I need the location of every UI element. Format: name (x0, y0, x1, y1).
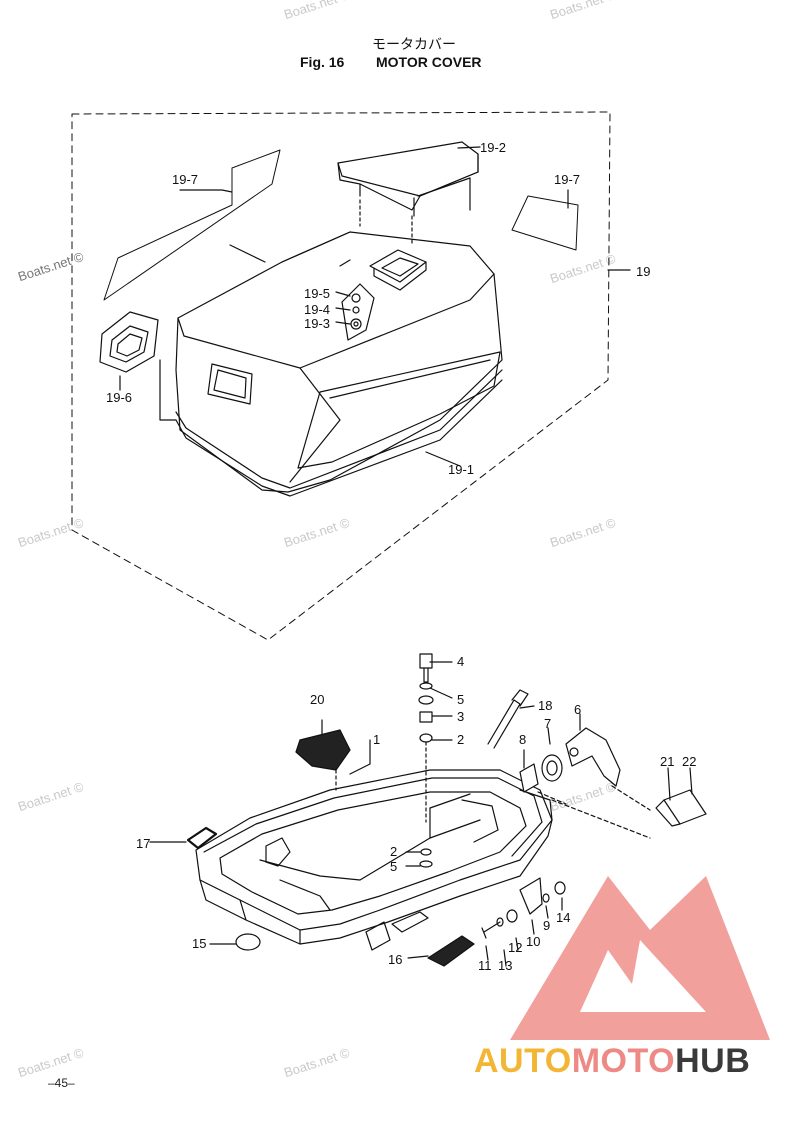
decal-right (511, 195, 579, 251)
logo-word-moto: MOTO (571, 1042, 676, 1080)
top-cover-plate (337, 141, 479, 211)
callout-16: 16 (388, 952, 402, 967)
callout-11: 11 (478, 958, 492, 973)
callout-4: 4 (457, 654, 464, 669)
filter-piece (295, 729, 351, 771)
shift-lever (565, 727, 621, 787)
callout-19-7-left: 19-7 (172, 172, 198, 187)
callout-20: 20 (310, 692, 324, 707)
figure-japanese-title: モータカバー (372, 37, 456, 53)
callout-19-4: 19-4 (304, 302, 330, 317)
callout-19-6: 19-6 (106, 390, 132, 405)
callout-19-7-right: 19-7 (554, 172, 580, 187)
callout-21: 21 (660, 754, 674, 769)
callout-14: 14 (556, 910, 570, 925)
callout-22: 22 (682, 754, 696, 769)
callout-19-3: 19-3 (304, 316, 330, 331)
grommet-oval (186, 826, 218, 850)
callout-5-top: 5 (457, 692, 464, 707)
bottom-cowl-tray (195, 769, 553, 931)
callout-15: 15 (192, 936, 206, 951)
bolt-4 (419, 653, 433, 669)
callout-3: 3 (457, 709, 464, 724)
bushing-8 (519, 763, 539, 793)
drain-plug (235, 933, 261, 951)
callout-6: 6 (574, 702, 581, 717)
logo-word-auto: AUTO (474, 1042, 572, 1080)
figure-number: Fig. 16 (300, 54, 345, 70)
rubber-grommet (99, 311, 159, 373)
automotohub-logo-mark (510, 876, 770, 1040)
callout-19-5: 19-5 (304, 286, 330, 301)
callout-5-bottom: 5 (390, 859, 397, 874)
callout-13: 13 (498, 958, 512, 973)
callout-8: 8 (519, 732, 526, 747)
automotohub-logo-text: AUTOMOTOHUB (474, 1042, 750, 1081)
callout-2-top: 2 (457, 732, 464, 747)
decal-left (103, 149, 281, 301)
bracket-plate (519, 877, 543, 915)
callout-19: 19 (636, 264, 650, 279)
callout-12: 12 (508, 940, 522, 955)
callout-1: 1 (373, 732, 380, 747)
figure-title: MOTOR COVER (376, 54, 482, 70)
logo-word-hub: HUB (675, 1042, 751, 1080)
assembly-boundary-dashed (71, 111, 611, 641)
callout-19-2: 19-2 (480, 140, 506, 155)
callout-18: 18 (538, 698, 552, 713)
callout-9: 9 (543, 918, 550, 933)
callout-17: 17 (136, 836, 150, 851)
callout-19-1: 19-1 (448, 462, 474, 477)
callout-2-bottom: 2 (390, 844, 397, 859)
side-vent (207, 363, 253, 405)
grommet-slot (427, 935, 475, 967)
callout-7: 7 (544, 716, 551, 731)
callout-10: 10 (526, 934, 540, 949)
page-number: –45– (48, 1076, 75, 1090)
